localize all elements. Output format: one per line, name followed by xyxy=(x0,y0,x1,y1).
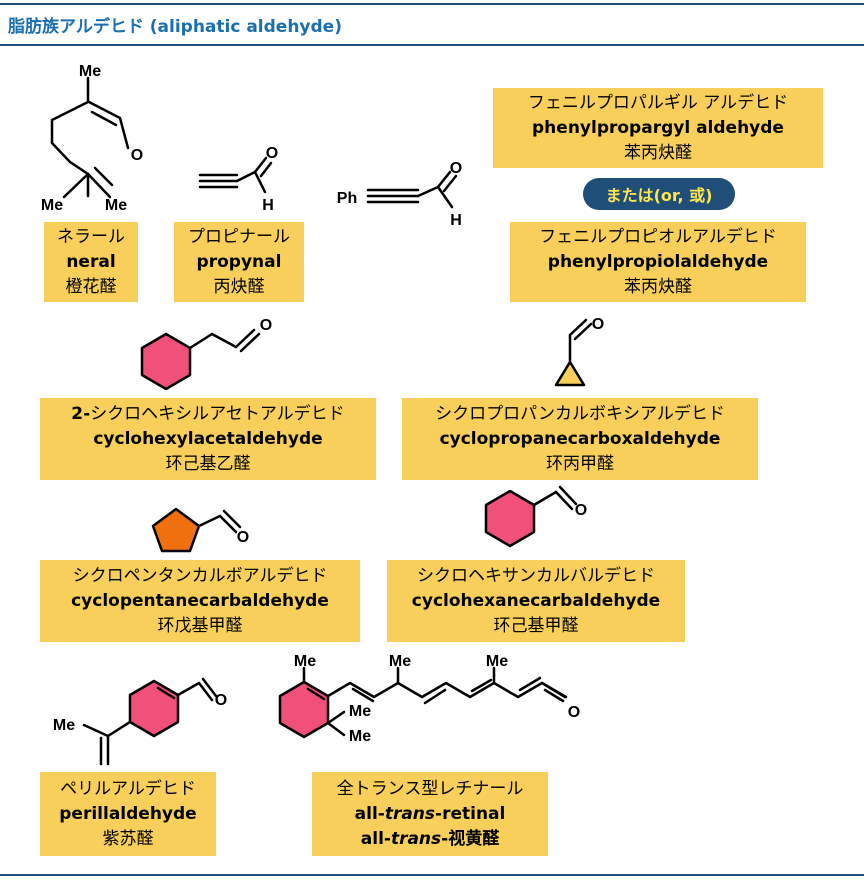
phenyl-o: O xyxy=(450,160,462,177)
label-zh: 紫苏醛 xyxy=(102,828,154,849)
retinal-me-3: Me xyxy=(486,653,508,670)
page-title: 脂肪族アルデヒド (aliphatic aldehyde) xyxy=(8,17,342,37)
label-en: cyclopentanecarbaldehyde xyxy=(71,590,329,611)
propynal-o: O xyxy=(266,145,278,162)
perillaldehyde-o: O xyxy=(215,692,227,709)
perillaldehyde-structure xyxy=(82,677,218,766)
label-phenylpropargyl: フェニルプロパルギル アルデヒド phenylpropargyl aldehyd… xyxy=(493,88,823,168)
phenyl-ph: Ph xyxy=(337,190,357,207)
title-underline xyxy=(0,44,864,46)
label-perillaldehyde: ペリルアルデヒド perillaldehyde 紫苏醛 xyxy=(40,772,216,856)
label-ja: フェニルプロパルギル アルデヒド xyxy=(527,92,789,113)
label-zh: 环戊基甲醛 xyxy=(157,615,243,636)
retinal-o: O xyxy=(568,704,580,721)
label-en: phenylpropargyl aldehyde xyxy=(532,117,784,138)
bottom-rule xyxy=(0,874,864,876)
label-phenylpropiol: フェニルプロピオルアルデヒド phenylpropiolaldehyde 苯丙炔… xyxy=(510,222,806,302)
cyclohexylacet-structure xyxy=(140,328,261,391)
cyclopropane-structure xyxy=(554,318,593,387)
label-en: cyclohexylacetaldehyde xyxy=(93,428,323,449)
label-ja: シクロヘキサンカルバルデヒド xyxy=(417,565,655,586)
cyclohexanecarb-o: O xyxy=(575,502,587,519)
label-en: all-trans-retinal xyxy=(354,803,506,824)
label-zh: all-trans-视黄醛 xyxy=(360,828,500,849)
label-zh: 苯丙炔醛 xyxy=(624,276,692,297)
retinal-me-4: Me xyxy=(349,703,371,720)
label-ja: 2-シクロヘキシルアセトアルデヒド xyxy=(71,402,344,427)
propynal-structure xyxy=(198,156,273,194)
label-en: perillaldehyde xyxy=(59,803,197,824)
neral-me-right: Me xyxy=(105,197,127,214)
top-rule xyxy=(0,3,864,5)
label-cyclopropanecarbox: シクロプロパンカルボキシアルデヒド cyclopropanecarboxalde… xyxy=(402,398,758,480)
cyclopropane-o: O xyxy=(592,316,604,333)
label-propynal: プロピナール propynal 丙炔醛 xyxy=(174,222,304,302)
label-retinal: 全トランス型レチナール all-trans-retinal all-trans-… xyxy=(312,772,548,856)
atom-labels: Me O Me Me O H Ph O H O O O O O Me Me Me… xyxy=(41,63,604,745)
label-neral: ネラール neral 橙花醛 xyxy=(44,222,138,302)
cyclohexylacet-o: O xyxy=(260,317,272,334)
label-ja: ネラール xyxy=(57,226,125,247)
retinal-structure xyxy=(278,666,568,739)
label-en: neral xyxy=(66,251,116,272)
neral-o: O xyxy=(131,147,143,164)
retinal-me-2: Me xyxy=(389,653,411,670)
cyclopentane-structure xyxy=(151,507,242,553)
label-ja: プロピナール xyxy=(188,226,290,247)
phenyl-h: H xyxy=(450,212,462,229)
label-zh: 丙炔醛 xyxy=(213,276,265,297)
label-en: cyclohexanecarbaldehyde xyxy=(411,590,661,611)
ja-prefix: 2- xyxy=(71,403,91,424)
perillaldehyde-me: Me xyxy=(53,717,75,734)
neral-me-left: Me xyxy=(41,197,63,214)
label-cyclohexylacet: 2-シクロヘキシルアセトアルデヒド cyclohexylacetaldehyde… xyxy=(40,398,376,480)
phenylpropargyl-structure xyxy=(366,170,458,209)
cyclopentane-o: O xyxy=(237,529,249,546)
label-ja: ペリルアルデヒド xyxy=(60,778,196,799)
retinal-me-5: Me xyxy=(349,728,371,745)
label-en: propynal xyxy=(196,251,282,272)
ja-main: シクロヘキシルアセトアルデヒド xyxy=(90,403,345,424)
label-ja: シクロペンタンカルボアルデヒド xyxy=(72,565,328,586)
label-cyclohexanecarb: シクロヘキサンカルバルデヒド cyclohexanecarbaldehyde 环… xyxy=(387,560,685,642)
or-connector-pill: または(or, 或) xyxy=(583,178,735,210)
retinal-me-1: Me xyxy=(294,653,316,670)
label-cyclopentanecarb: シクロペンタンカルボアルデヒド cyclopentanecarbaldehyde… xyxy=(40,560,360,642)
cyclohexanecarb-structure xyxy=(484,485,578,548)
label-zh: 环己基甲醛 xyxy=(493,615,579,636)
label-en: phenylpropiolaldehyde xyxy=(547,251,769,272)
neral-structure xyxy=(50,76,130,199)
label-zh: 环丙甲醛 xyxy=(546,453,614,474)
label-en: cyclopropanecarboxaldehyde xyxy=(439,428,721,449)
label-ja: 全トランス型レチナール xyxy=(336,778,524,799)
label-ja: シクロプロパンカルボキシアルデヒド xyxy=(435,403,725,424)
label-zh: 环己基乙醛 xyxy=(165,453,251,474)
label-ja: フェニルプロピオルアルデヒド xyxy=(539,226,777,247)
propynal-h: H xyxy=(262,197,274,214)
neral-me-top: Me xyxy=(79,63,101,80)
label-zh: 苯丙炔醛 xyxy=(624,142,692,163)
label-zh: 橙花醛 xyxy=(65,276,117,297)
